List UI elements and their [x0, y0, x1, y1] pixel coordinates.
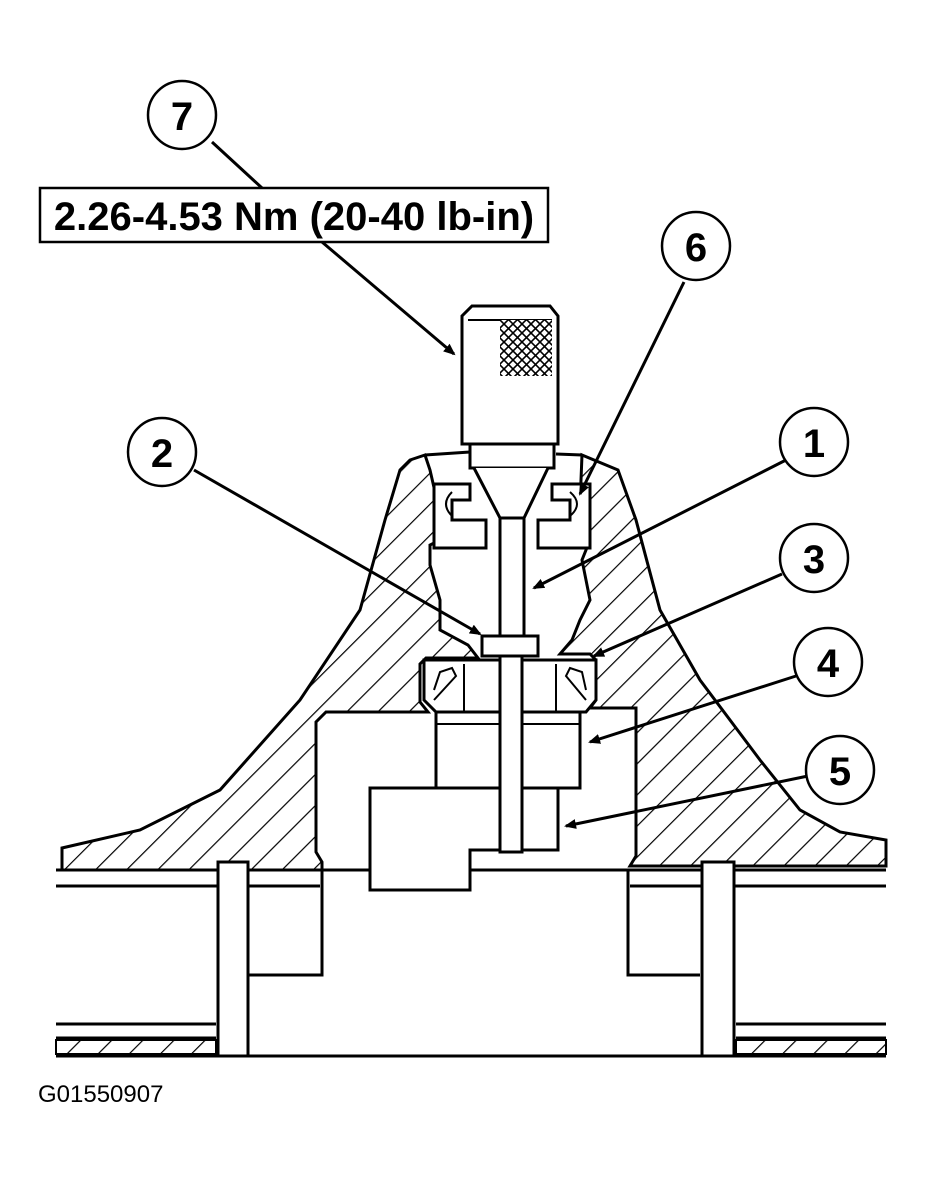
- svg-text:3: 3: [803, 538, 825, 582]
- svg-text:7: 7: [171, 95, 193, 139]
- callout-1: 1: [778, 406, 850, 478]
- connector-block: [368, 786, 560, 892]
- callout-6: 6: [660, 210, 732, 282]
- callout-7: 7: [146, 79, 218, 151]
- svg-text:6: 6: [685, 226, 707, 270]
- torque-spec-box: 2.26-4.53 Nm (20-40 lb-in): [38, 186, 550, 244]
- figure-code: G01550907: [38, 1081, 163, 1108]
- svg-text:5: 5: [829, 750, 851, 794]
- base-plate: [55, 860, 887, 1058]
- torque-knob: [460, 304, 560, 520]
- washer: [480, 634, 540, 658]
- svg-text:1: 1: [803, 422, 825, 466]
- callout-2: 2: [126, 416, 198, 488]
- center-rod: [498, 654, 524, 854]
- callout-4: 4: [792, 626, 864, 698]
- left-stud: [216, 860, 250, 1058]
- svg-text:4: 4: [817, 642, 840, 686]
- shaft: [480, 516, 540, 658]
- upper-seal: [432, 482, 592, 550]
- callout-5: 5: [804, 734, 876, 806]
- leader-lines: [193, 140, 809, 829]
- svg-text:2: 2: [151, 432, 173, 476]
- housing-section: [60, 450, 888, 872]
- torque-spec-text: 2.26-4.53 Nm (20-40 lb-in): [54, 195, 534, 239]
- right-stud: [700, 860, 736, 1058]
- callout-3: 3: [778, 522, 850, 594]
